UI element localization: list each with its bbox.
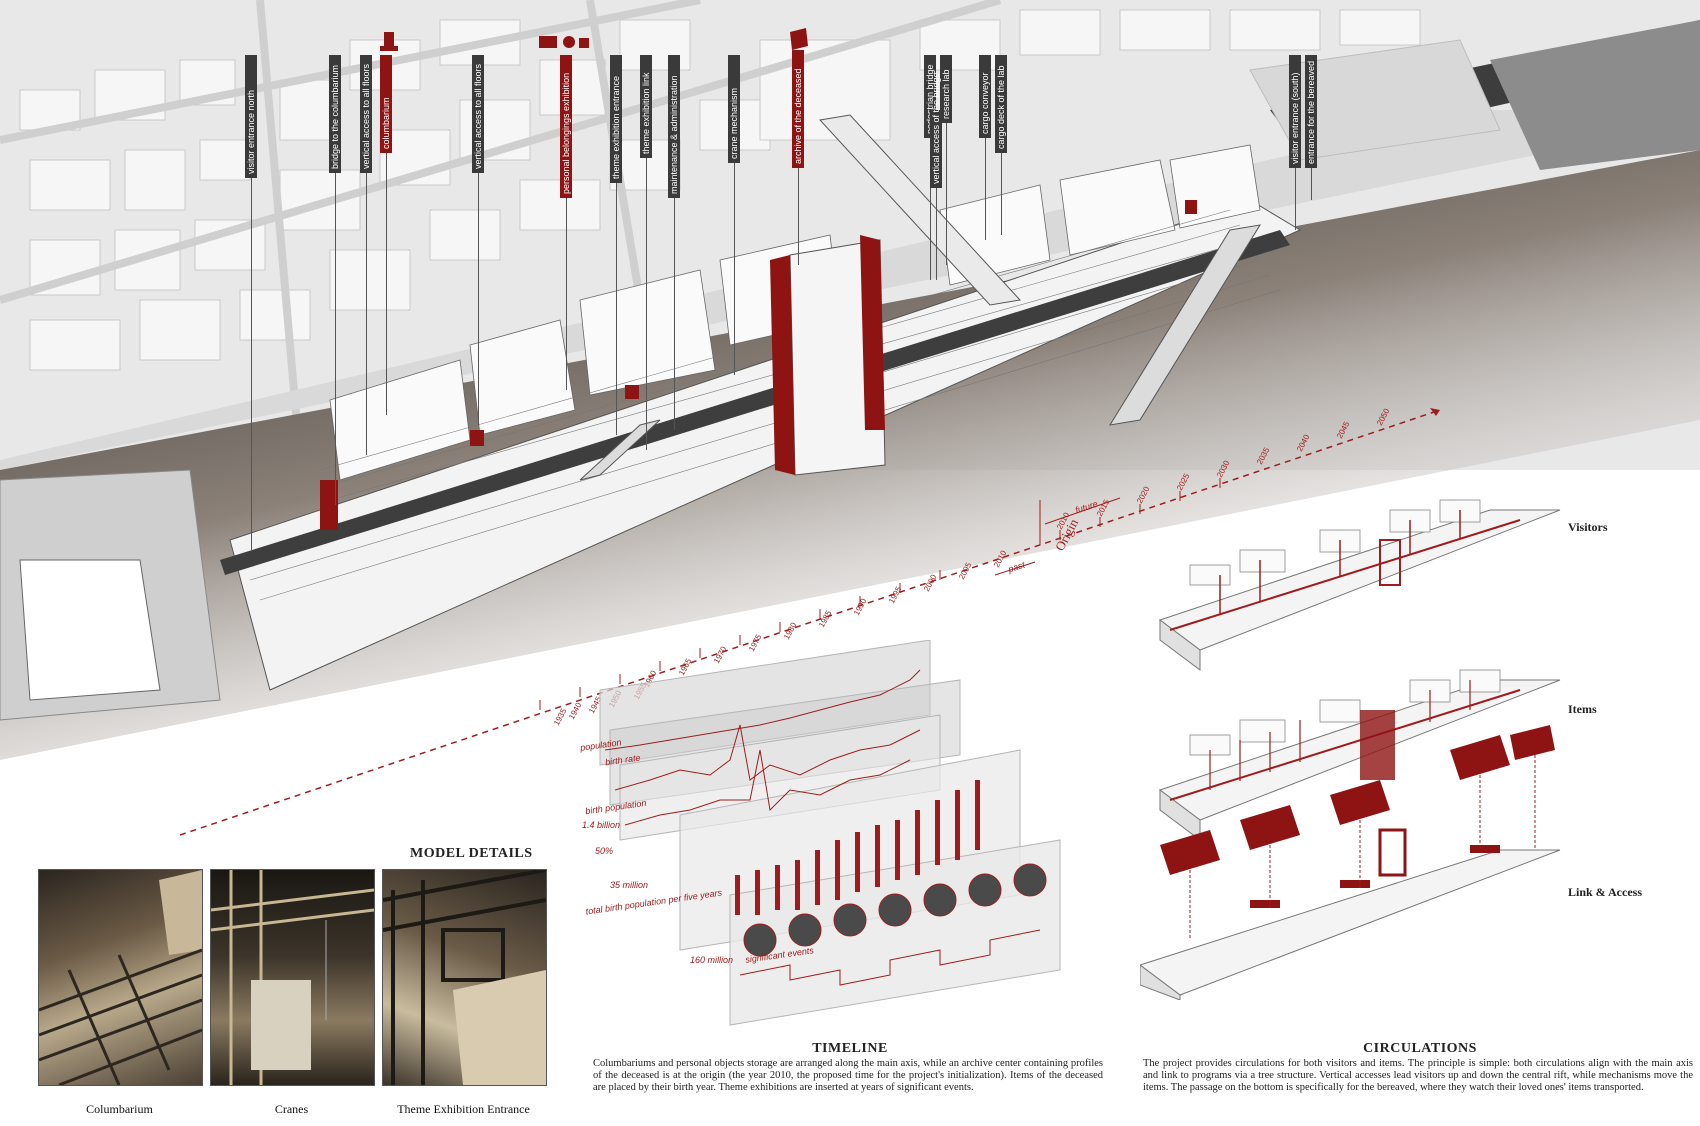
circulation-label-visitors: Visitors xyxy=(1568,520,1608,534)
archive-icon xyxy=(790,28,808,50)
callout-leader xyxy=(946,115,947,265)
callout-leader xyxy=(335,165,336,505)
items-diagram xyxy=(1158,669,1561,841)
circulations-body: The project provides circulations for bo… xyxy=(1143,1058,1693,1093)
photo-columbarium-drawing xyxy=(39,870,202,1085)
callout-leader xyxy=(985,130,986,240)
photo-columbarium xyxy=(38,869,203,1086)
belongings-icon xyxy=(539,36,589,48)
photo-theme-exhibition-entrance xyxy=(382,869,547,1086)
callout-leader xyxy=(1001,145,1002,235)
photo-cranes-drawing xyxy=(211,870,374,1085)
urn-icon xyxy=(380,32,398,51)
callout-leader xyxy=(616,175,617,435)
caption-cranes: Cranes xyxy=(274,1102,309,1116)
callout-leader xyxy=(734,155,735,375)
timeline-title: TIMELINE xyxy=(812,1041,888,1056)
layer-value-35-million: 35 million xyxy=(610,880,649,890)
caption-columbarium: Columbarium xyxy=(86,1102,153,1116)
model-details-title: MODEL DETAILS xyxy=(410,846,533,861)
callout-leader xyxy=(646,150,647,450)
caption-theme-exhibition-entrance: Theme Exhibition Entrance xyxy=(397,1102,530,1116)
circulations-title: CIRCULATIONS xyxy=(1363,1041,1477,1056)
circulation-diagrams xyxy=(1140,499,1561,1000)
callout-leader xyxy=(1295,160,1296,230)
callout-leader xyxy=(478,165,479,425)
photo-cranes xyxy=(210,869,375,1086)
layer-value-160-million: 160 million xyxy=(690,955,734,965)
timeline-layers xyxy=(599,640,1061,1026)
visitors-diagram xyxy=(1158,499,1561,671)
callout-leader xyxy=(936,180,937,280)
callout-leader xyxy=(674,190,675,430)
callout-leader xyxy=(798,155,799,265)
circulation-label-link-access: Link & Access xyxy=(1568,885,1643,899)
photo-theme-entrance-drawing xyxy=(383,870,546,1085)
link-access-diagram xyxy=(1140,725,1561,1000)
callout-leader xyxy=(566,190,567,390)
callout-leader xyxy=(251,170,252,550)
circulation-label-items: Items xyxy=(1568,702,1597,716)
callout-leader xyxy=(366,165,367,455)
callout-leader xyxy=(386,145,387,415)
timeline-body: Columbariums and personal objects storag… xyxy=(593,1058,1103,1093)
callout-leader xyxy=(930,130,931,280)
callout-leader xyxy=(1311,160,1312,200)
layer-value-1-4-billion: 1.4 billion xyxy=(582,820,621,830)
layer-value-50-percent: 50% xyxy=(595,846,614,856)
